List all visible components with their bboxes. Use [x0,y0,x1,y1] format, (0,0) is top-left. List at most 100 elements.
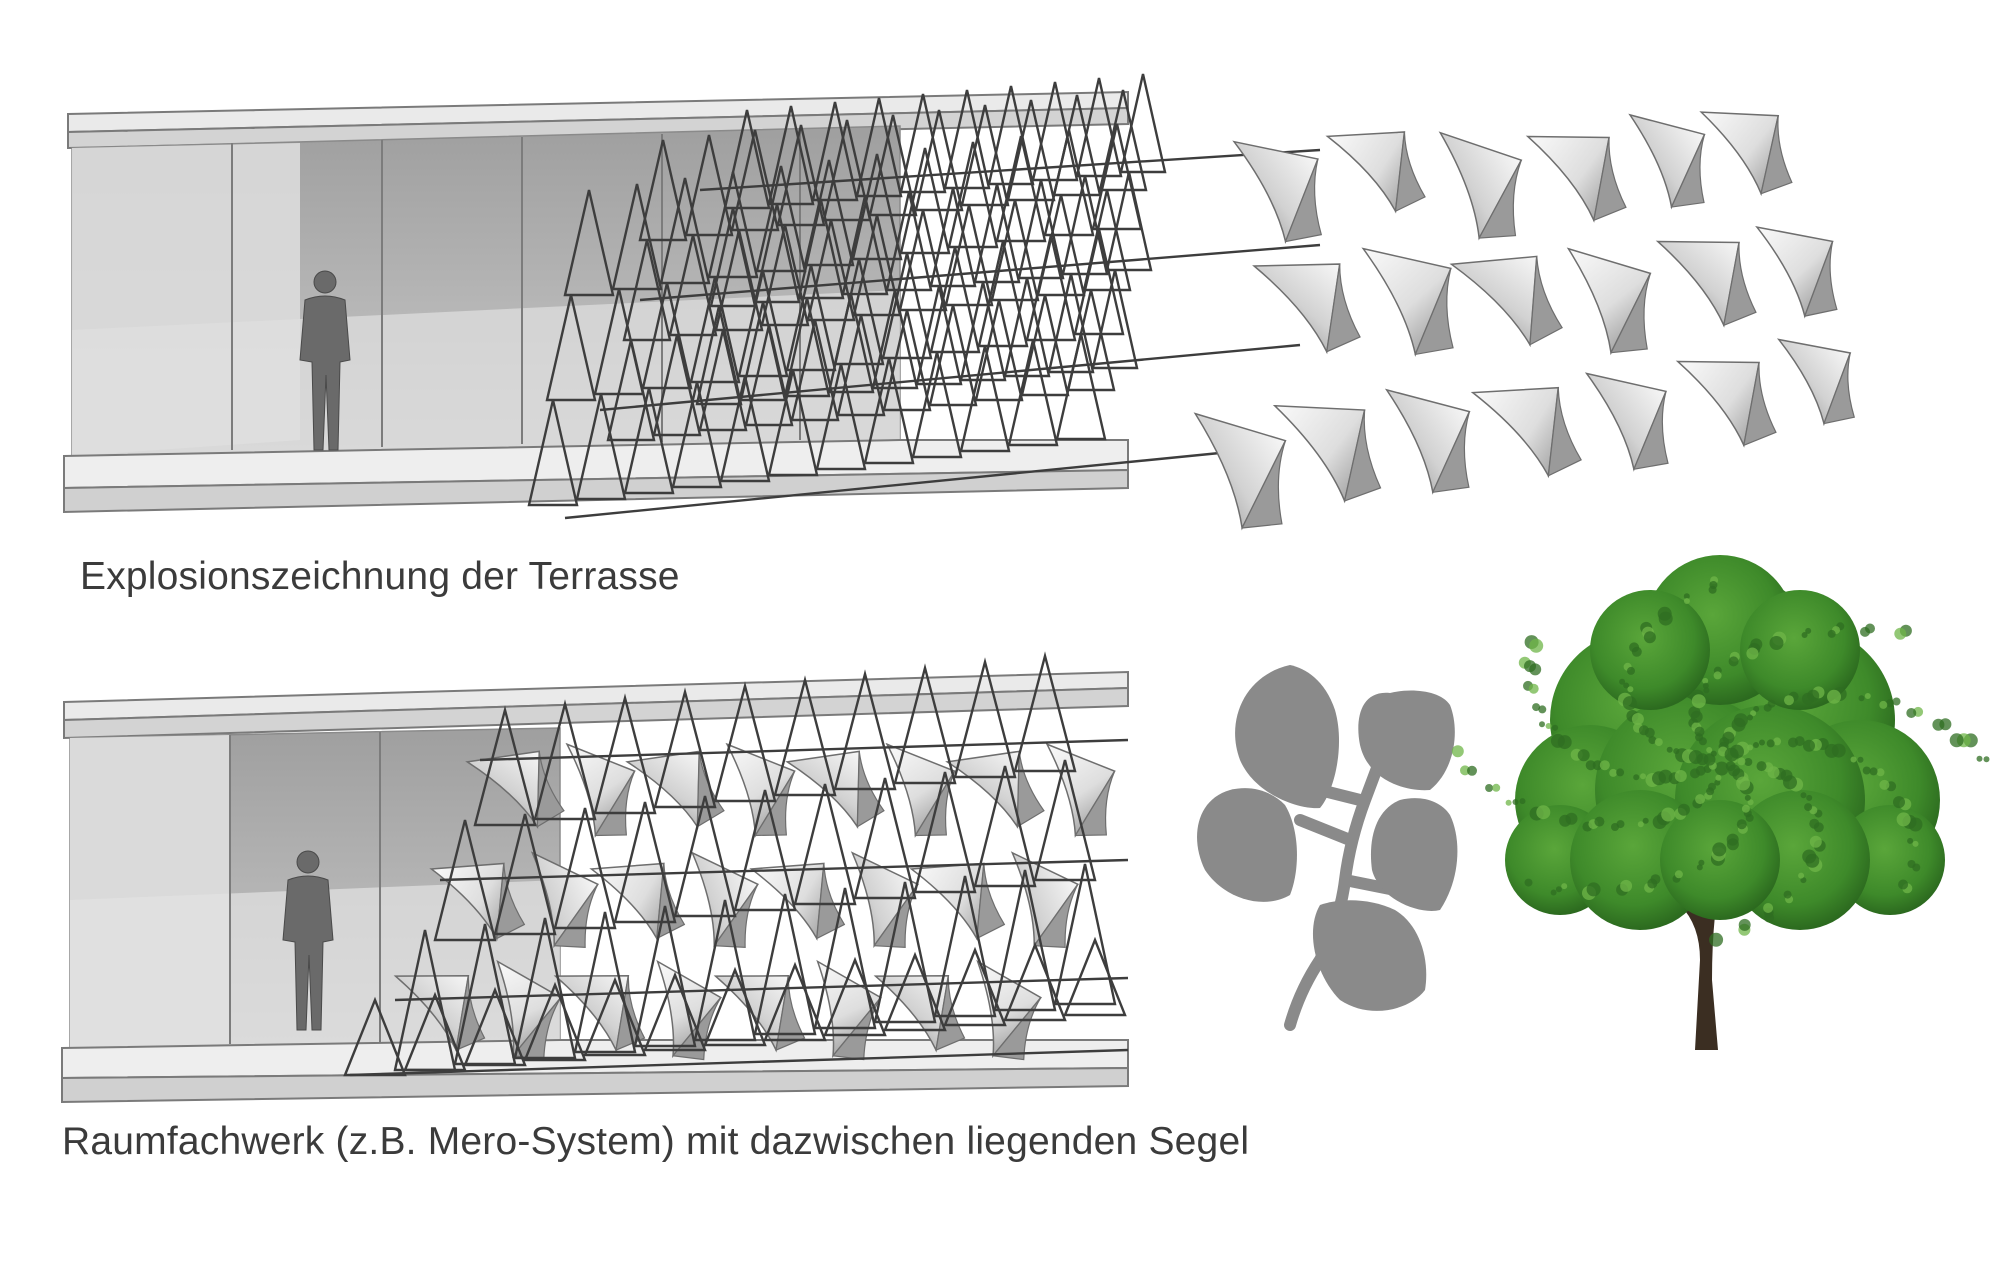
leaf-silhouettes [1197,665,1458,1011]
foliage-speckle [1703,687,1710,694]
frame-triangle [1017,179,1065,280]
foliage-speckle [1728,764,1740,777]
frame-triangle [953,657,1017,779]
foliage-speckle [1858,695,1865,702]
frame-triangle [823,956,887,1037]
frame-triangle [753,203,801,304]
frame-triangle [653,687,717,809]
foliage-speckle [1763,703,1772,712]
sail-panel [565,742,636,838]
frame-triangle [513,917,577,1060]
foliage-speckle [1769,636,1784,650]
foliage-speckle [1690,710,1703,723]
foliage-speckle [1698,859,1705,866]
frame-triangle [1105,171,1153,272]
foliage-speckle [1658,769,1673,784]
foliage-speckle [1631,646,1642,657]
frame-triangle [723,109,771,210]
sail-panel [1755,225,1838,319]
foliage-speckle [1824,743,1839,758]
frame-triangle [684,134,734,237]
foliage-speckle [1906,708,1917,718]
foliage-speckle [1857,756,1864,763]
foliage-speckle [1766,739,1775,748]
frame-triangle [737,270,789,378]
foliage-speckle [1695,794,1706,805]
space-frame [527,73,1321,520]
sail-panels [1193,111,1856,531]
foliage-speckle [1666,746,1673,753]
frame-triangle [695,305,743,406]
person-figure [282,850,334,1031]
sail-panel [1584,372,1669,472]
foliage-speckle [1536,805,1551,820]
frame-triangle [563,189,615,297]
foliage-speckle [1616,820,1625,829]
frame-triangle [929,187,977,288]
frame-triangle [815,363,867,471]
frame-triangle [959,281,1007,382]
frame-triangle [1003,277,1051,378]
foliage-speckle [1485,784,1494,792]
frame-triangle [813,887,877,1030]
foliage-speckle [1640,773,1646,780]
sail-panel [1449,255,1563,348]
foliage-speckle [1691,694,1706,709]
frame-triangle [973,765,1037,888]
foliage-speckle [1783,890,1792,899]
foliage-speckle [1737,757,1746,766]
frame-triangle [995,135,1047,243]
foliage-speckle [1696,864,1703,871]
caption-space-frame: Raumfachwerk (z.B. Mero-System) mit dazw… [62,1120,1250,1163]
foliage-speckle [1784,695,1794,706]
frame-triangle [868,114,918,217]
foliage-speckle [1713,671,1722,680]
frame-triangle [760,224,810,327]
frame-triangle [793,783,857,906]
foliage-speckle [1804,803,1813,812]
sail-panel [785,750,885,830]
foliage-speckle [1892,697,1901,706]
foliage-speckle [1650,874,1661,885]
foliage-speckle [1898,879,1909,890]
foliage-speckle [1806,794,1813,801]
foliage-speckle [1744,758,1753,766]
foliage-speckle [1746,647,1759,660]
foliage-speckle [1585,760,1596,771]
foliage-speckle [1750,710,1757,717]
foliage-speckle [1557,735,1572,750]
foliage-speckle [1802,692,1814,705]
frame-triangle [575,393,627,501]
frame-triangle [659,177,711,285]
frame-chord [599,343,1301,412]
frame-triangle [881,252,933,360]
foliage-speckle [1827,629,1836,638]
foliage-speckle [1545,723,1552,729]
foliage-speckle [1642,817,1649,824]
frame-triangle [990,199,1040,302]
frame-triangle [783,297,831,398]
frame-triangle [767,105,815,206]
assembled-terrace-figure [61,651,1129,1104]
foliage-speckle [1708,782,1716,791]
foliage-speckle [1658,611,1673,626]
frame-triangle [622,239,672,342]
foliage-speckle [1731,717,1746,732]
frame-triangle [733,789,797,912]
frame-triangle [841,195,889,296]
foliage-speckle [1860,626,1870,637]
frame-triangle [1119,73,1167,174]
foliage-speckle [1736,776,1751,791]
foliage-speckle [1552,724,1559,731]
foliage-speckle [1809,835,1822,848]
foliage-speckle [1912,840,1919,847]
frame-triangle [885,191,933,292]
frame-chord [479,738,1129,762]
frame-triangle [811,101,859,202]
foliage-speckle [1724,747,1739,762]
tree-crown [1451,555,1990,947]
foliage-speckle [1550,889,1557,896]
leaf-branch-figure [1197,665,1458,1031]
frame-triangle [613,801,677,924]
foliage-speckle [1932,718,1945,731]
